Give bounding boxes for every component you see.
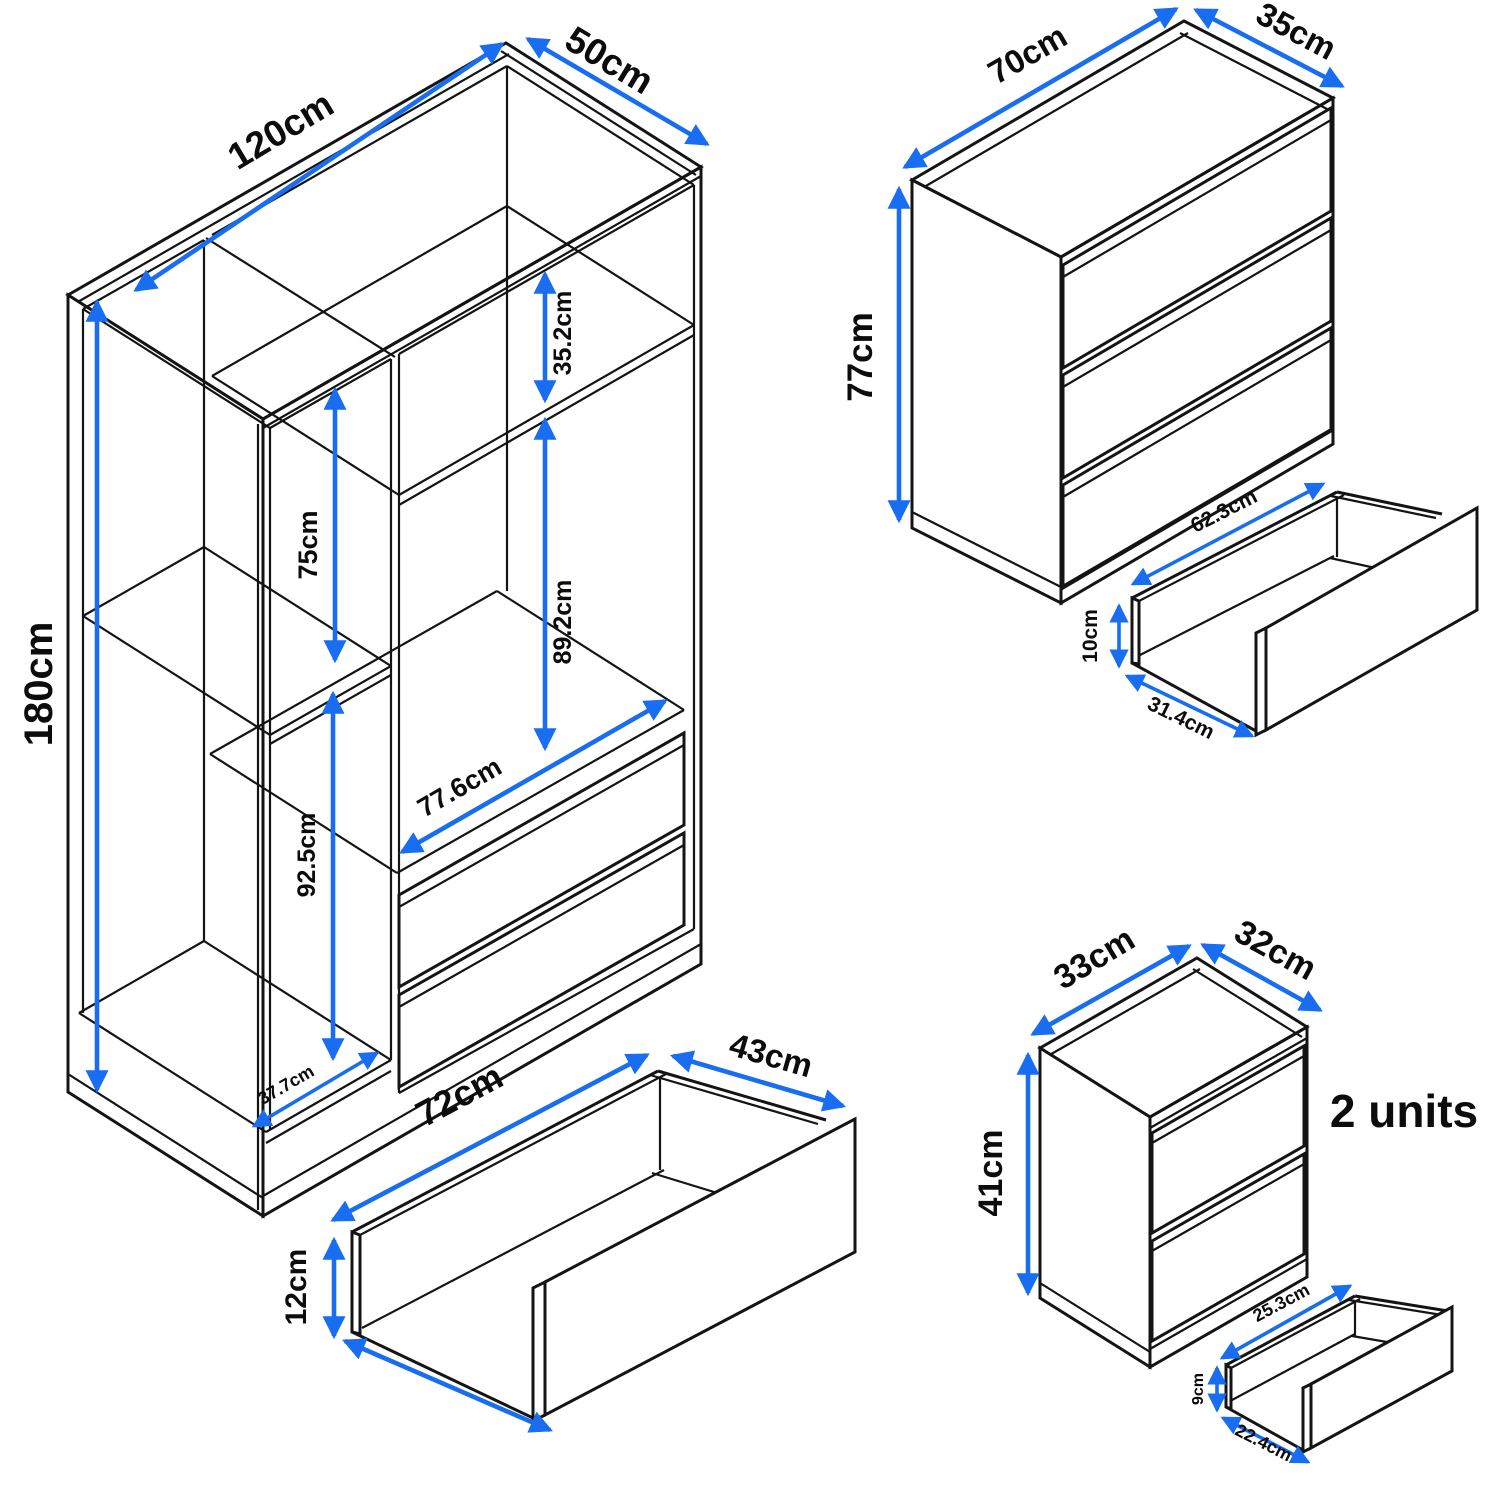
chest-drawer-depth-arrow <box>1124 674 1255 738</box>
wardrobe-depth-arrow <box>525 37 710 146</box>
bedside-depth-arrow <box>1200 942 1323 1013</box>
bedside-drawer-front-panel <box>1309 1304 1454 1451</box>
chest-drawer-width-arrow <box>1130 482 1326 586</box>
bedside-front-face <box>1148 1024 1309 1370</box>
chest-width-label: 70cm <box>981 17 1073 91</box>
wardrobe-drawer-bottom-arrow <box>342 1338 553 1433</box>
wardrobe-top-right-label: 35.2cm <box>549 291 577 376</box>
wardrobe-interior-width-label: 77.6cm <box>412 751 506 823</box>
bedside-quantity-label: 2 units <box>1330 1085 1478 1137</box>
bedside-drawer-depth-arrow <box>1220 1416 1311 1464</box>
wardrobe-drawer-depth-arrow <box>669 1050 847 1112</box>
wardrobe-interior-width-arrow <box>399 699 668 854</box>
chest-drawer-height-label: 10cm <box>1079 609 1102 663</box>
bedside-figure: 33cm 32cm 41cm 2 units <box>972 913 1478 1370</box>
chest-drawer-front-panel <box>1264 505 1479 733</box>
chest-height-label: 77cm <box>841 312 880 402</box>
chest-depth-arrow <box>1193 7 1345 89</box>
bedside-height-label: 41cm <box>972 1130 1010 1217</box>
chest-drawer-figure: 62.3cm 10cm 31.4cm <box>1079 482 1479 744</box>
wardrobe-width-arrow <box>133 42 505 292</box>
chest-front-face <box>1059 95 1335 606</box>
bedside-drawer-figure: 25.3cm 9cm 22.4cm <box>1190 1280 1454 1465</box>
wardrobe-lower-left-label: 92.5cm <box>293 813 321 898</box>
chest-width-arrow <box>902 7 1179 169</box>
wardrobe-front-opening <box>261 164 703 1219</box>
bedside-width-label: 33cm <box>1047 920 1141 997</box>
bedside-depth-label: 32cm <box>1228 913 1322 988</box>
wardrobe-drawer-front-panel <box>543 1116 857 1418</box>
wardrobe-drawer-width-arrow <box>330 1052 650 1223</box>
wardrobe-hanging-label: 89.2cm <box>549 580 577 665</box>
wardrobe-upper-left-label: 75cm <box>293 510 323 579</box>
wardrobe-drawer-height-label: 12cm <box>280 1249 313 1326</box>
bedside-width-arrow <box>1030 943 1192 1037</box>
chest-drawer-fronts <box>1061 105 1333 591</box>
wardrobe-drawer-width-label: 72cm <box>409 1055 510 1134</box>
wardrobe-drawer-figure: 72cm 43cm 12cm <box>280 1026 857 1433</box>
chest-depth-label: 35cm <box>1250 0 1342 67</box>
bedside-drawer-fronts <box>1150 1043 1306 1344</box>
wardrobe-height-label: 180cm <box>17 622 61 747</box>
bedside-drawer-width-arrow <box>1219 1284 1353 1360</box>
wardrobe-figure: 120cm 50cm 180cm 75cm 35.2cm 89.2cm 92.5… <box>17 18 710 1219</box>
bedside-drawer-height-label: 9cm <box>1190 1373 1207 1405</box>
